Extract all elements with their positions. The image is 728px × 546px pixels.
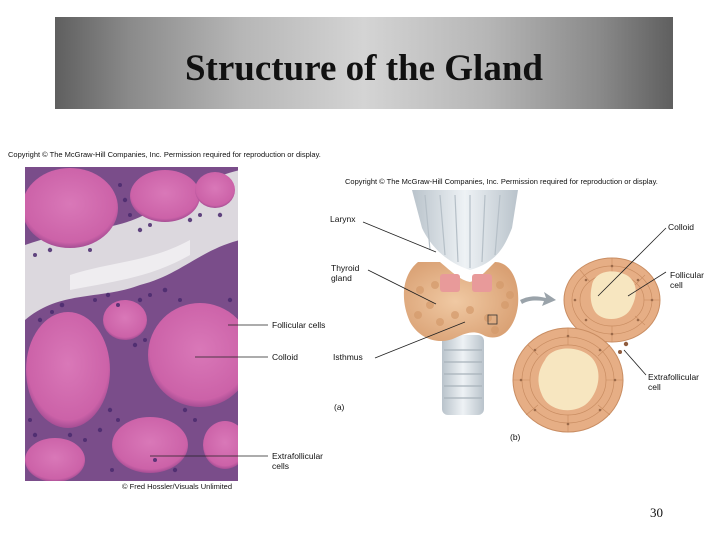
micrograph-image	[25, 167, 238, 481]
follicle-illustration	[512, 257, 661, 433]
page-number: 30	[650, 505, 663, 520]
label-follicular-cell-line2: cell	[670, 280, 683, 290]
label-follicular-cell: Follicular cell	[670, 270, 704, 290]
micrograph-leader-lines	[150, 324, 268, 457]
label-thyroid-line2: gland	[331, 273, 352, 283]
label-extrafollicular-cell: Extrafollicular cell	[648, 372, 699, 392]
label-extrafollicular-cells: Extrafollicular cells	[272, 451, 323, 471]
thyroid-gland-illustration	[403, 190, 519, 415]
label-isthmus: Isthmus	[333, 352, 363, 362]
label-panel-b: (b)	[510, 432, 521, 442]
label-colloid-diagram: Colloid	[668, 222, 694, 232]
label-extrafollicular-cells-line2: cells	[272, 461, 290, 471]
label-extrafollicular-cell-line1: Extrafollicular	[648, 372, 700, 382]
label-extrafollicular-cells-line1: Extrafollicular	[272, 451, 324, 461]
label-follicular-cells: Follicular cells	[272, 320, 326, 330]
label-larynx: Larynx	[330, 214, 356, 224]
label-extrafollicular-cell-line2: cell	[648, 382, 661, 392]
slide-title: Structure of the Gland	[184, 48, 543, 89]
copyright-right: Copyright © The McGraw-Hill Companies, I…	[345, 177, 658, 186]
label-colloid-micrograph: Colloid	[272, 352, 298, 362]
diagram-leader-lines	[362, 221, 667, 376]
label-thyroid-gland: Thyroid gland	[331, 263, 359, 283]
micrograph-credit: © Fred Hossler/Visuals Unlimited	[122, 482, 233, 491]
copyright-left: Copyright © The McGraw-Hill Companies, I…	[8, 150, 321, 159]
label-follicular-cell-line1: Follicular	[670, 270, 705, 280]
label-thyroid-line1: Thyroid	[331, 263, 360, 273]
title-bar: Structure of the Gland	[55, 17, 673, 109]
label-panel-a: (a)	[334, 402, 345, 412]
